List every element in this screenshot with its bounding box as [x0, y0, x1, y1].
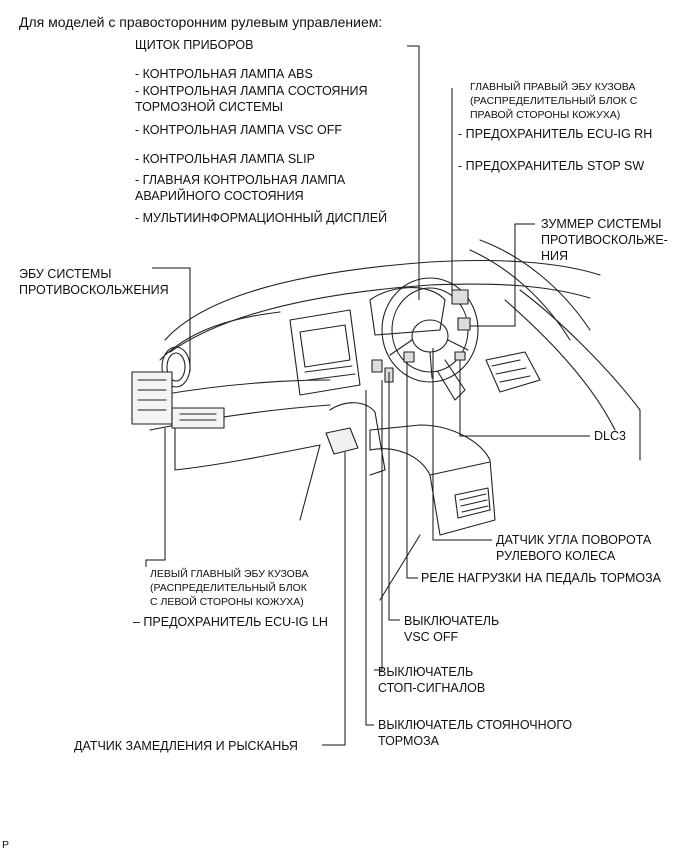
brake-relay-block [403, 351, 415, 363]
label-brake-lamp-1: - КОНТРОЛЬНАЯ ЛАМПА СОСТОЯНИЯ [135, 84, 368, 98]
label-buzzer-3: НИЯ [541, 249, 569, 263]
label-stop-switch-2: СТОП-СИГНАЛОВ [378, 681, 486, 695]
yaw-sensor-block [325, 427, 359, 455]
label-lh-ecu-2: (РАСПРЕДЕЛИТЕЛЬНЫЙ БЛОК [150, 582, 307, 594]
dlc3-block [454, 351, 466, 361]
leader-parking-brake [365, 390, 374, 726]
label-brake-load-relay: РЕЛЕ НАГРУЗКИ НА ПЕДАЛЬ ТОРМОЗА [421, 571, 661, 585]
rear-vents [454, 487, 491, 519]
label-rh-ecu-1: ГЛАВНЫЙ ПРАВЫЙ ЭБУ КУЗОВА [470, 81, 636, 93]
instrument-cluster [369, 287, 446, 336]
label-slip-lamp: - КОНТРОЛЬНАЯ ЛАМПА SLIP [135, 152, 315, 166]
label-rh-ecu-3: ПРАВОЙ СТОРОНЫ КОЖУХА) [470, 109, 621, 121]
steering-wheel [381, 277, 479, 383]
buzzer-block [457, 317, 471, 331]
leader-skid-ecu [152, 267, 191, 372]
label-master-warning-1: - ГЛАВНАЯ КОНТРОЛЬНАЯ ЛАМПА [135, 173, 346, 187]
door-switch-panel [485, 351, 541, 393]
label-steering-sensor-1: ДАТЧИК УГЛА ПОВОРОТА [496, 533, 652, 547]
page-title: Для моделей с правосторонним рулевым упр… [19, 14, 383, 30]
dash-outline [164, 259, 601, 341]
label-buzzer-1: ЗУММЕР СИСТЕМЫ [541, 217, 662, 231]
vsc-off-switch-block [371, 359, 383, 373]
label-steering-sensor-2: РУЛЕВОГО КОЛЕСА [496, 549, 616, 563]
label-lh-ecu-1: ЛЕВЫЙ ГЛАВНЫЙ ЭБУ КУЗОВА [150, 568, 309, 580]
label-rh-ecu-2: (РАСПРЕДЕЛИТЕЛЬНЫЙ БЛОК С [470, 95, 638, 107]
label-abs-lamp: - КОНТРОЛЬНАЯ ЛАМПА ABS [135, 67, 313, 81]
footer-mark: P [2, 839, 10, 851]
label-skid-ecu-2: ПРОТИВОСКОЛЬЖЕНИЯ [19, 283, 169, 297]
label-fuse-stop-sw: - ПРЕДОХРАНИТЕЛЬ STOP SW [458, 159, 645, 173]
rh-ecu-block [451, 289, 469, 305]
label-parking-brake-2: ТОРМОЗА [378, 734, 440, 748]
leader-instrument-panel [407, 45, 420, 300]
leader-yaw-sensor [322, 452, 346, 746]
label-brake-lamp-2: ТОРМОЗНОЙ СИСТЕМЫ [135, 100, 283, 114]
label-yaw-sensor: ДАТЧИК ЗАМЕДЛЕНИЯ И РЫСКАНЬЯ [74, 739, 298, 753]
center-stack [289, 309, 361, 396]
label-lh-ecu-3: С ЛЕВОЙ СТОРОНЫ КОЖУХА) [150, 596, 304, 608]
label-instrument-panel: ЩИТОК ПРИБОРОВ [135, 38, 254, 52]
label-parking-brake-1: ВЫКЛЮЧАТЕЛЬ СТОЯНОЧНОГО [378, 718, 573, 732]
leader-vsc-off [388, 372, 400, 621]
label-buzzer-2: ПРОТИВОСКОЛЬЖЕ- [541, 233, 668, 247]
label-stop-switch-1: ВЫКЛЮЧАТЕЛЬ [378, 665, 474, 679]
leader-buzzer [470, 223, 535, 327]
leader-dlc3 [459, 360, 590, 437]
leader-steering-sensor [432, 348, 492, 541]
label-dlc3: DLC3 [594, 429, 626, 443]
label-fuse-ecu-ig-rh: - ПРЕДОХРАНИТЕЛЬ ECU-IG RH [458, 127, 653, 141]
leader-stop-switch [374, 380, 383, 671]
label-multi-display: - МУЛЬТИИНФОРМАЦИОННЫЙ ДИСПЛЕЙ [135, 211, 388, 225]
label-vsc-off-switch-2: VSC OFF [404, 630, 459, 644]
center-console [369, 424, 496, 536]
leader-brake-relay [406, 362, 418, 579]
skid-ecu-block [131, 371, 173, 425]
label-fuse-ecu-ig-lh: – ПРЕДОХРАНИТЕЛЬ ECU-IG LH [133, 615, 328, 629]
steering-hub [411, 319, 449, 353]
label-vsc-off-switch-1: ВЫКЛЮЧАТЕЛЬ [404, 614, 500, 628]
label-vsc-off-lamp: - КОНТРОЛЬНАЯ ЛАМПА VSC OFF [135, 123, 342, 137]
leader-left-ecu [145, 428, 166, 567]
label-skid-ecu-1: ЭБУ СИСТЕМЫ [19, 267, 112, 281]
label-master-warning-2: АВАРИЙНОГО СОСТОЯНИЯ [135, 189, 304, 203]
left-body-ecu-block [171, 407, 225, 429]
